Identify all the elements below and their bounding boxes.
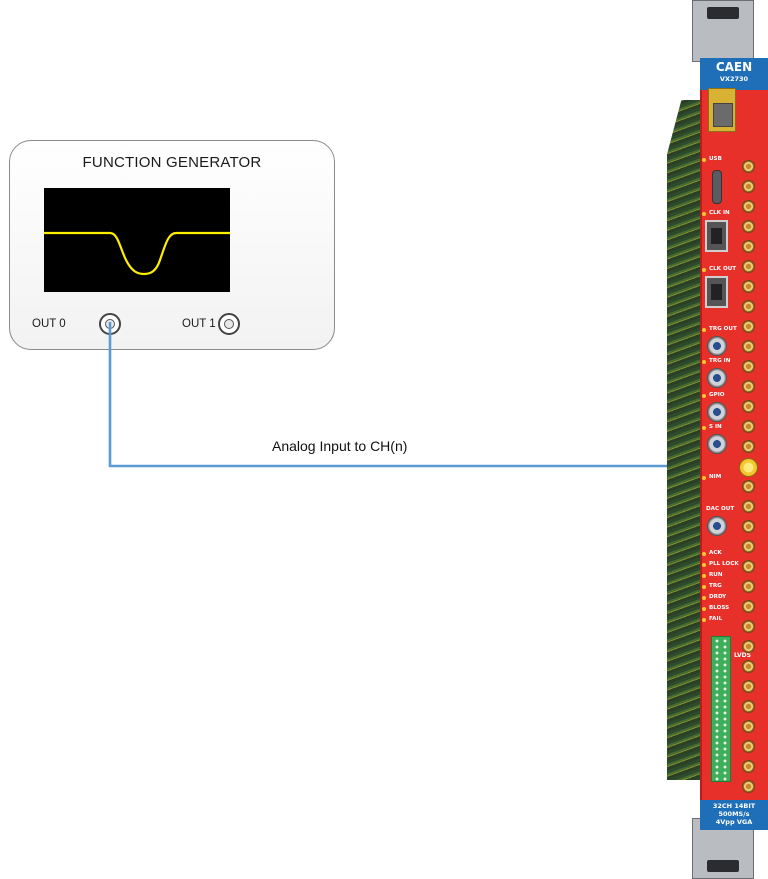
channel-connector[interactable]: [742, 640, 755, 653]
out1-connector[interactable]: [218, 313, 240, 335]
dac-out-connector[interactable]: [707, 516, 727, 536]
led-nim: [702, 476, 706, 480]
label-drdy: DRDY: [709, 594, 727, 600]
label-trg: TRG: [709, 583, 722, 589]
channel-connector[interactable]: [742, 220, 755, 233]
channel-connector[interactable]: [742, 660, 755, 673]
top-handle: [692, 0, 754, 62]
channel-connector[interactable]: [742, 260, 755, 273]
channel-connector[interactable]: [742, 760, 755, 773]
clk-out-connector[interactable]: [705, 276, 728, 308]
led-pll-lock: [702, 563, 706, 567]
label-gpio: GPIO: [709, 392, 725, 398]
lvds-label: LVDS: [734, 652, 751, 659]
channel-connector[interactable]: [742, 440, 755, 453]
channel-connector[interactable]: [742, 600, 755, 613]
channel-connector[interactable]: [742, 480, 755, 493]
led-clk-out: [702, 268, 706, 272]
function-generator: FUNCTION GENERATOR OUT 0 OUT 1: [9, 140, 335, 350]
channel-connector[interactable]: [742, 700, 755, 713]
led-run: [702, 574, 706, 578]
led-bloss: [702, 607, 706, 611]
brand-logo: CAEN: [715, 60, 753, 74]
board-header: CAEN VX2730: [700, 58, 768, 90]
channel-connector[interactable]: [742, 780, 755, 793]
label-nim: NIM: [709, 474, 722, 480]
waveform-trace: [44, 231, 230, 276]
label-dac-out: DAC OUT: [706, 506, 735, 512]
clk-in-connector[interactable]: [705, 220, 728, 252]
lvds-header-connector[interactable]: [711, 636, 731, 782]
channel-connector[interactable]: [742, 200, 755, 213]
channel-connector[interactable]: [742, 520, 755, 533]
label-bloss: BLOSS: [709, 605, 730, 611]
channel-connector[interactable]: [742, 300, 755, 313]
s-in-connector[interactable]: [707, 434, 727, 454]
led-s-in: [702, 426, 706, 430]
label-ack: ACK: [709, 550, 722, 556]
label-trg-in: TRG IN: [709, 358, 731, 364]
pcb-side: [667, 100, 703, 780]
label-usb: USB: [709, 156, 722, 162]
channel-connector[interactable]: [742, 240, 755, 253]
led-trg-in: [702, 360, 706, 364]
target-channel-connector[interactable]: [739, 458, 758, 477]
label-s-in: S IN: [709, 424, 722, 430]
channel-connector[interactable]: [742, 500, 755, 513]
board-footer: 32CH 14BIT 500MS/s 4Vpp VGA: [700, 800, 768, 830]
led-drdy: [702, 596, 706, 600]
label-clk-out: CLK OUT: [709, 266, 737, 272]
usb-port[interactable]: [712, 170, 722, 204]
trg-out-connector[interactable]: [707, 336, 727, 356]
led-clk-in: [702, 212, 706, 216]
channel-connector[interactable]: [742, 740, 755, 753]
led-gpio: [702, 394, 706, 398]
ethernet-port[interactable]: [708, 88, 736, 132]
led-trg-out: [702, 328, 706, 332]
cable-label: Analog Input to CH(n): [272, 438, 408, 454]
waveform: [44, 231, 230, 276]
spec-line-3: 4Vpp VGA: [715, 818, 753, 826]
channel-connector[interactable]: [742, 620, 755, 633]
channel-connector[interactable]: [742, 160, 755, 173]
channel-connector[interactable]: [742, 400, 755, 413]
spec-line-2: 500MS/s: [718, 810, 750, 818]
led-fail: [702, 618, 706, 622]
spec-line-1: 32CH 14BIT: [712, 802, 756, 810]
label-trg-out: TRG OUT: [709, 326, 737, 332]
channel-connector[interactable]: [742, 580, 755, 593]
led-trg: [702, 585, 706, 589]
channel-connector[interactable]: [742, 180, 755, 193]
gpio-connector[interactable]: [707, 402, 727, 422]
channel-connector[interactable]: [742, 680, 755, 693]
channel-connector[interactable]: [742, 320, 755, 333]
label-fail: FAIL: [709, 616, 723, 622]
label-run: RUN: [709, 572, 723, 578]
analog-cable: [108, 322, 741, 468]
out0-label: OUT 0: [32, 318, 66, 330]
label-pll-lock: PLL LOCK: [709, 561, 739, 567]
led-usb: [702, 158, 706, 162]
model-label: VX2730: [719, 75, 749, 83]
generator-screen: [44, 188, 230, 292]
channel-connector[interactable]: [742, 560, 755, 573]
trg-in-connector[interactable]: [707, 368, 727, 388]
channel-connector[interactable]: [742, 340, 755, 353]
channel-connector[interactable]: [742, 280, 755, 293]
channel-connector[interactable]: [742, 360, 755, 373]
channel-connector[interactable]: [742, 420, 755, 433]
channel-connector[interactable]: [742, 720, 755, 733]
led-ack: [702, 552, 706, 556]
function-generator-title: FUNCTION GENERATOR: [82, 154, 262, 171]
channel-connector[interactable]: [742, 540, 755, 553]
label-clk-in: CLK IN: [709, 210, 730, 216]
channel-connector[interactable]: [742, 380, 755, 393]
out1-label: OUT 1: [182, 318, 216, 330]
